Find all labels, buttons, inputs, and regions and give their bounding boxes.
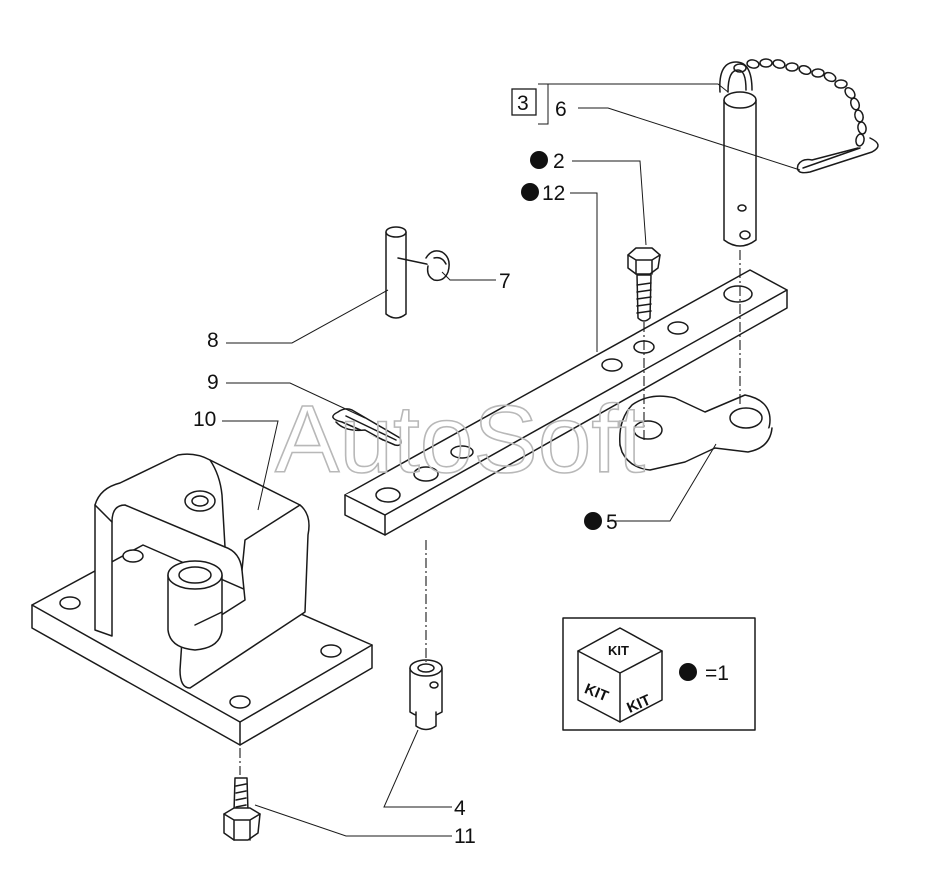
flange-bolt (223, 777, 261, 841)
hex-bolt (627, 247, 661, 322)
leader-lines (222, 83, 801, 837)
chain-pin (719, 58, 879, 247)
callout-5: 5 (606, 511, 618, 534)
callout-12: 12 (542, 182, 565, 205)
callout-2: 2 (553, 150, 565, 173)
bracket-base (31, 453, 373, 746)
leader-5 (610, 443, 717, 522)
kit-dot-12 (521, 183, 539, 201)
callout-8: 8 (207, 329, 219, 352)
leader-8 (226, 289, 389, 344)
callout-4: 4 (454, 797, 466, 820)
leader-6 (578, 107, 801, 171)
kit-legend (562, 617, 756, 731)
leader-11 (254, 804, 452, 837)
kit-label-top: KIT (608, 643, 629, 658)
leader-9 (226, 382, 366, 419)
watermark: AutoSoft (275, 386, 645, 493)
small-pin (385, 226, 450, 319)
callout-3-box (511, 88, 537, 116)
leader-7 (441, 271, 496, 281)
stud (409, 659, 443, 731)
bracket-3-6 (538, 83, 549, 125)
leader-4 (383, 729, 452, 808)
callout-7: 7 (499, 270, 511, 293)
kit-dot-5 (584, 512, 602, 530)
callout-10: 10 (193, 408, 216, 431)
drawbar (344, 269, 788, 536)
leader-2 (572, 160, 647, 246)
callout-3: 3 (517, 92, 529, 115)
legend-dot (679, 663, 697, 681)
leader-10 (222, 420, 279, 511)
callout-6: 6 (555, 98, 567, 121)
callout-9: 9 (207, 371, 219, 394)
callout-11: 11 (454, 825, 476, 848)
leader-12 (570, 192, 598, 352)
leader-3 (548, 83, 729, 93)
legend-equals: =1 (705, 662, 729, 685)
link-plate (619, 394, 773, 471)
kit-dot-2 (530, 151, 548, 169)
